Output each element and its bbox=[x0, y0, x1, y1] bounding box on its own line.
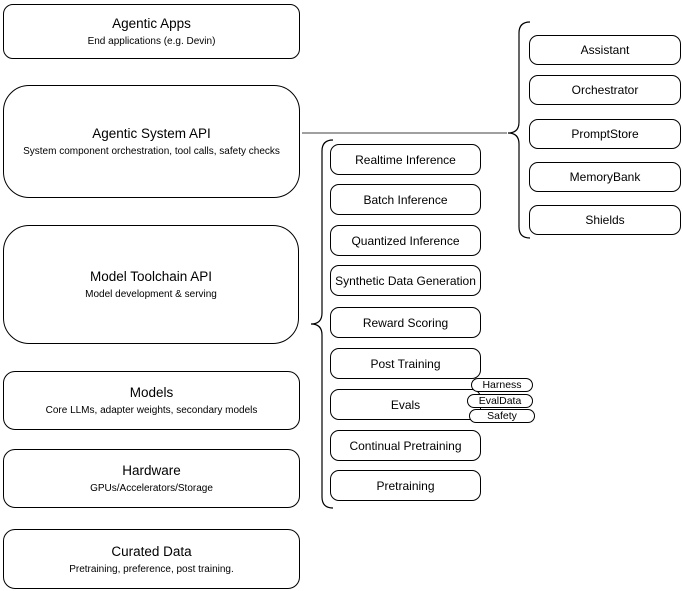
box-title: Agentic System API bbox=[92, 126, 211, 141]
box-models: Models Core LLMs, adapter weights, secon… bbox=[3, 371, 300, 430]
node-evals: Evals bbox=[330, 389, 481, 420]
node-memorybank: MemoryBank bbox=[529, 162, 681, 192]
box-agentic-system-api: Agentic System API System component orch… bbox=[3, 85, 300, 198]
box-title: Agentic Apps bbox=[112, 16, 191, 31]
tag-harness: Harness bbox=[471, 378, 533, 392]
box-curated-data: Curated Data Pretraining, preference, po… bbox=[3, 529, 300, 589]
box-title: Curated Data bbox=[111, 543, 192, 559]
node-quantized-inference: Quantized Inference bbox=[330, 225, 481, 256]
node-promptstore: PromptStore bbox=[529, 119, 681, 149]
node-realtime-inference: Realtime Inference bbox=[330, 144, 481, 175]
node-pretraining: Pretraining bbox=[330, 470, 481, 501]
box-subtitle: End applications (e.g. Devin) bbox=[87, 36, 216, 47]
box-hardware: Hardware GPUs/Accelerators/Storage bbox=[3, 449, 300, 508]
box-subtitle: Pretraining, preference, post training. bbox=[69, 563, 234, 575]
box-subtitle: System component orchestration, tool cal… bbox=[23, 146, 280, 157]
tag-safety: Safety bbox=[469, 409, 535, 423]
node-post-training: Post Training bbox=[330, 348, 481, 379]
box-title: Hardware bbox=[122, 463, 181, 478]
node-assistant: Assistant bbox=[529, 35, 681, 65]
node-reward-scoring: Reward Scoring bbox=[330, 307, 481, 338]
box-agentic-apps: Agentic Apps End applications (e.g. Devi… bbox=[3, 4, 300, 59]
node-orchestrator: Orchestrator bbox=[529, 75, 681, 105]
box-title: Models bbox=[129, 385, 174, 400]
node-shields: Shields bbox=[529, 205, 681, 235]
box-model-toolchain-api: Model Toolchain API Model development & … bbox=[3, 225, 299, 344]
node-batch-inference: Batch Inference bbox=[330, 184, 481, 215]
box-subtitle: Model development & serving bbox=[85, 289, 217, 300]
box-title: Model Toolchain API bbox=[89, 269, 213, 284]
node-continual-pretraining: Continual Pretraining bbox=[330, 430, 481, 461]
node-synthetic-data-generation: Synthetic Data Generation bbox=[330, 265, 481, 296]
box-subtitle: GPUs/Accelerators/Storage bbox=[90, 483, 213, 494]
system-components-brace bbox=[507, 21, 531, 239]
tag-evaldata: EvalData bbox=[467, 394, 533, 408]
box-subtitle: Core LLMs, adapter weights, secondary mo… bbox=[45, 405, 258, 416]
